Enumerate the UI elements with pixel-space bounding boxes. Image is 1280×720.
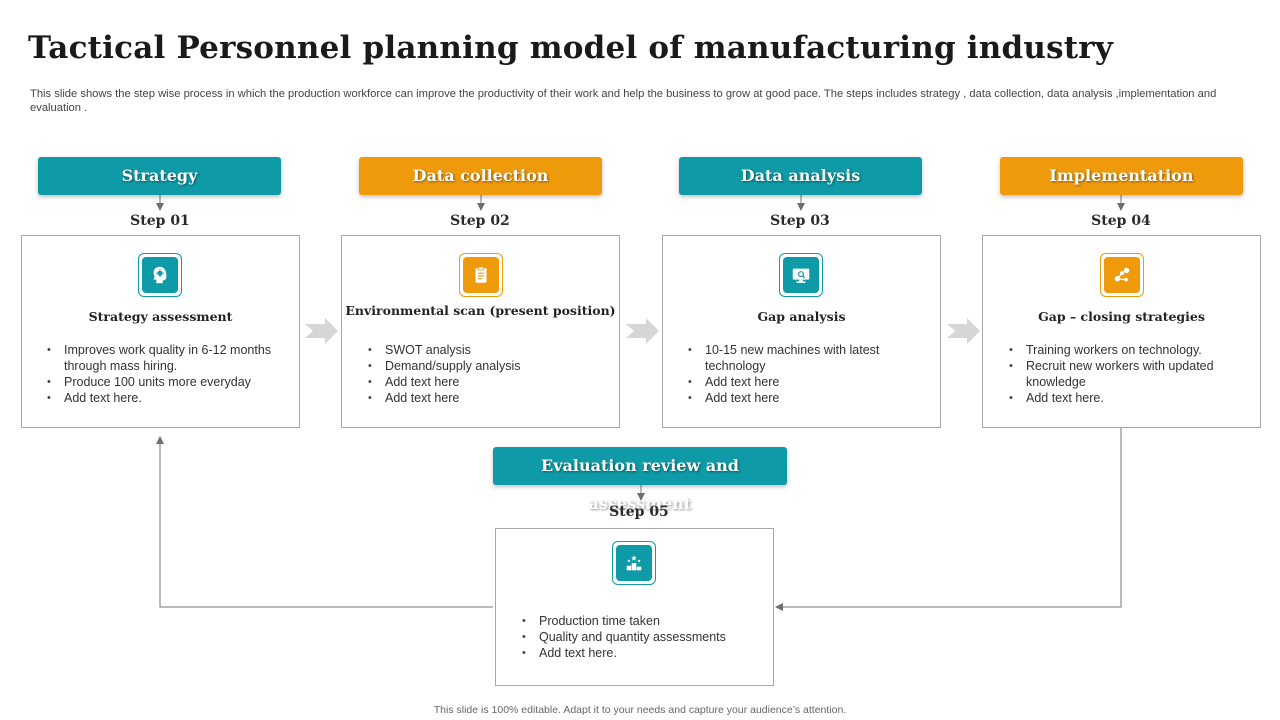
icon-frame: [138, 253, 182, 297]
step-card-implementation: Gap – closing strategies Training worker…: [982, 235, 1261, 428]
list-item: Add text here: [365, 374, 595, 390]
list-item: Add text here.: [44, 390, 274, 406]
step-label-05: Step 05: [609, 504, 669, 520]
card-title: Gap – closing strategies: [1038, 309, 1205, 324]
step-label-02: Step 02: [450, 213, 510, 229]
list-item: SWOT analysis: [365, 342, 595, 358]
list-item: Production time taken: [519, 613, 759, 629]
step-arrow-3-4: [947, 318, 980, 344]
bullet-list: 10-15 new machines with latest technolog…: [685, 342, 915, 406]
list-item: Quality and quantity assessments: [519, 629, 759, 645]
header-strategy: Strategy: [38, 157, 281, 195]
list-item: Add text here: [365, 390, 595, 406]
card-title: Strategy assessment: [88, 309, 233, 324]
list-item: Add text here.: [1006, 390, 1246, 406]
list-item: Training workers on technology.: [1006, 342, 1246, 358]
icon-frame: [1100, 253, 1144, 297]
header-evaluation: Evaluation review and assessment: [493, 447, 787, 513]
list-item: Produce 100 units more everyday: [44, 374, 274, 390]
bullet-list: Production time taken Quality and quanti…: [519, 613, 759, 661]
clipboard-icon: [463, 257, 499, 293]
loop-arrow-to-strategy: [156, 436, 493, 608]
step-card-data-analysis: Gap analysis 10-15 new machines with lat…: [662, 235, 941, 428]
header-implementation: Implementation: [1000, 157, 1243, 195]
loop-arrow-from-implementation: [775, 428, 1122, 611]
page-title: Tactical Personnel planning model of man…: [28, 30, 1114, 66]
list-item: Add text here.: [519, 645, 759, 661]
list-item: Add text here: [685, 390, 915, 406]
list-item: Improves work quality in 6-12 months thr…: [44, 342, 274, 374]
bullet-list: Improves work quality in 6-12 months thr…: [44, 342, 274, 406]
head-idea-icon: [142, 257, 178, 293]
icon-frame: [612, 541, 656, 585]
network-nodes-icon: [1104, 257, 1140, 293]
bullet-list: Training workers on technology. Recruit …: [1006, 342, 1246, 406]
step-label-01: Step 01: [130, 213, 190, 229]
list-item: 10-15 new machines with latest technolog…: [685, 342, 915, 374]
step-arrow-1-2: [305, 318, 338, 344]
step-label-03: Step 03: [770, 213, 830, 229]
header-data-analysis: Data analysis: [679, 157, 922, 195]
list-item: Demand/supply analysis: [365, 358, 595, 374]
step-card-strategy: Strategy assessment Improves work qualit…: [21, 235, 300, 428]
step-card-evaluation: Production time taken Quality and quanti…: [495, 528, 774, 686]
footer-note: This slide is 100% editable. Adapt it to…: [433, 704, 847, 716]
header-data-collection: Data collection: [359, 157, 602, 195]
icon-frame: [779, 253, 823, 297]
step-arrow-2-3: [626, 318, 659, 344]
bullet-list: SWOT analysis Demand/supply analysis Add…: [365, 342, 595, 406]
page-subtitle: This slide shows the step wise process i…: [30, 88, 1217, 114]
icon-frame: [459, 253, 503, 297]
step-label-04: Step 04: [1091, 213, 1151, 229]
card-title: Gap analysis: [757, 309, 846, 324]
monitor-search-icon: [783, 257, 819, 293]
card-title: Environmental scan (present position): [345, 303, 616, 318]
podium-stars-icon: [616, 545, 652, 581]
step-card-data-collection: Environmental scan (present position) SW…: [341, 235, 620, 428]
list-item: Add text here: [685, 374, 915, 390]
list-item: Recruit new workers with updated knowled…: [1006, 358, 1246, 390]
